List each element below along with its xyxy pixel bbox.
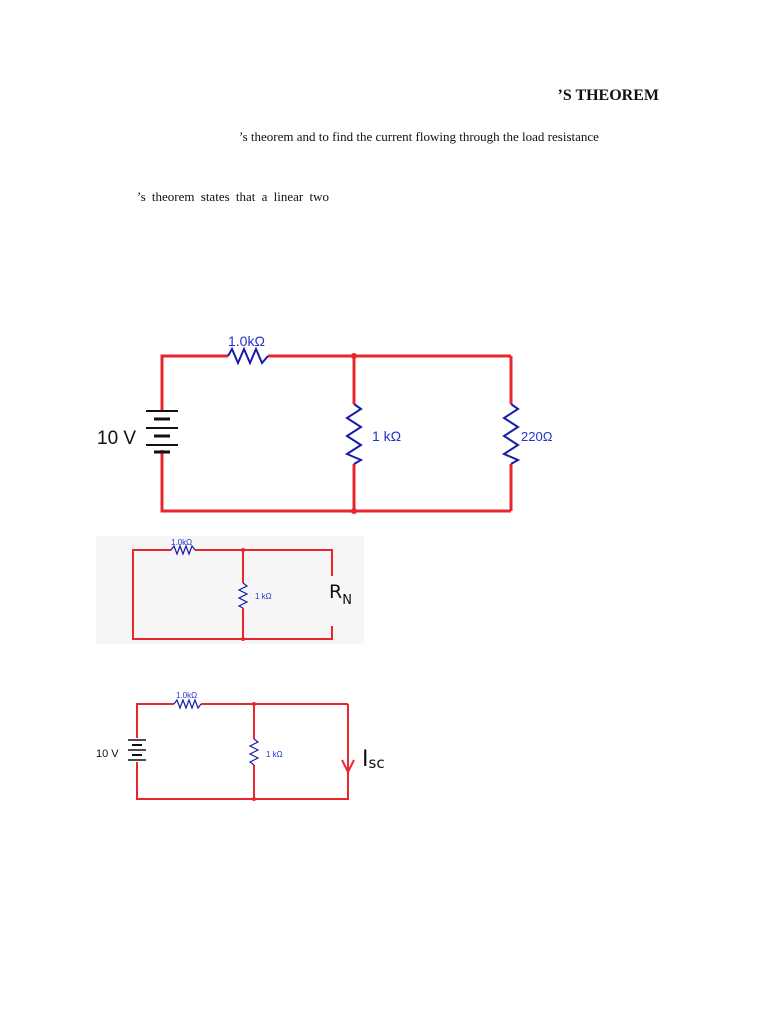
wire-isc-top-left xyxy=(136,703,174,738)
circuit-main: 10 V 1.0kΩ 1 kΩ 220Ω xyxy=(97,333,553,514)
isc-handwritten-label: Isc xyxy=(362,747,385,772)
rn-handwritten-label: RN xyxy=(329,581,352,608)
load-resistor-icon xyxy=(501,403,521,465)
source-label: 10 V xyxy=(97,428,136,449)
isc-shunt-resistor-icon xyxy=(248,738,260,766)
wire-bottom xyxy=(160,450,511,513)
isc-handwritten-subscript: sc xyxy=(369,754,385,772)
load-resistor-label: 220Ω xyxy=(521,429,553,444)
series-resistor-icon xyxy=(227,346,269,366)
wire-isc-loop xyxy=(136,704,349,800)
series-resistor-label: 1.0kΩ xyxy=(228,333,265,349)
isc-shunt-resistor-label: 1 kΩ xyxy=(266,750,283,759)
isc-series-resistor-icon xyxy=(173,698,202,710)
circuit-isc-wires xyxy=(136,703,349,800)
theory-paragraph: ’s theorem states that a linear two xyxy=(137,189,330,204)
aim-paragraph: ’s theorem and to find the current flowi… xyxy=(239,129,599,144)
circuit-rn: 1.0kΩ 1 kΩ RN xyxy=(96,536,364,644)
rn-shunt-resistor-label: 1 kΩ xyxy=(255,592,272,601)
rn-shunt-resistor-icon xyxy=(237,582,249,609)
circuit-rn-background xyxy=(96,536,364,644)
wire-rn-loop xyxy=(132,549,333,640)
isc-series-resistor-label: 1.0kΩ xyxy=(176,691,197,700)
rn-handwritten-subscript: N xyxy=(342,593,352,608)
isc-handwritten-main: I xyxy=(362,747,369,772)
page-title: ’S THEOREM xyxy=(557,87,660,104)
isc-battery-icon xyxy=(128,739,146,761)
circuit-rn-wires xyxy=(132,549,333,640)
isc-source-label: 10 V xyxy=(96,748,119,760)
circuit-isc: 10 V 1.0kΩ 1 kΩ Isc xyxy=(96,691,385,801)
wire-top-left xyxy=(160,354,228,410)
node-dot-top xyxy=(351,353,357,359)
rn-handwritten-main: R xyxy=(329,581,342,603)
node-dot-bottom xyxy=(351,508,357,514)
rn-series-resistor-label: 1.0kΩ xyxy=(171,538,192,547)
current-arrow-icon xyxy=(341,738,355,775)
shunt-resistor-icon xyxy=(344,403,364,465)
shunt-resistor-label: 1 kΩ xyxy=(372,428,401,444)
rn-series-resistor-icon xyxy=(170,544,196,556)
circuit-main-wires xyxy=(160,354,513,513)
battery-icon xyxy=(146,410,178,454)
